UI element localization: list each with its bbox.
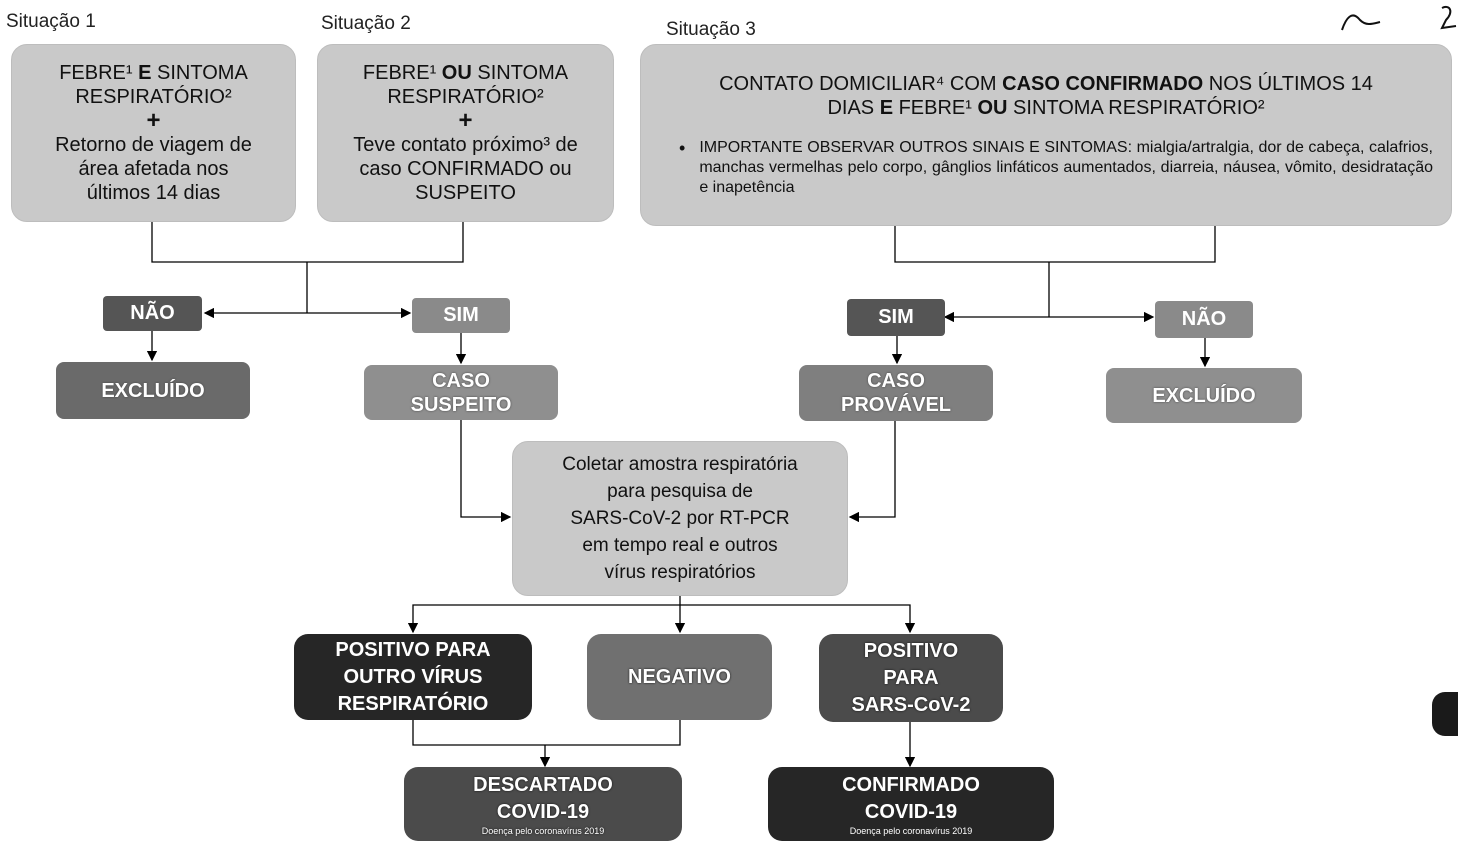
- collect-sample-box: Coletar amostra respiratória para pesqui…: [512, 441, 848, 596]
- s3-bullet-text: IMPORTANTE OBSERVAR OUTROS SINAIS E SINT…: [699, 139, 1433, 196]
- discarded-covid-box: DESCARTADO COVID-19 Doença pelo coronaví…: [404, 767, 682, 841]
- collect-line-3: SARS-CoV-2 por RT-PCR: [570, 508, 790, 529]
- s1-line-5: últimos 14 dias: [86, 182, 221, 204]
- s1-line-4: área afetada nos: [78, 158, 229, 180]
- s2-line-3: Teve contato próximo³ de: [353, 134, 578, 156]
- s2-plus: +: [458, 107, 473, 134]
- confirmed-line-1: CONFIRMADO: [842, 773, 980, 796]
- other-virus-line-1: POSITIVO PARA: [335, 638, 491, 661]
- s1-febre: FEBRE¹: [59, 62, 139, 84]
- s1-line-2: RESPIRATÓRIO²: [75, 86, 232, 108]
- s2-line-5: SUSPEITO: [415, 182, 516, 204]
- situation-3-box: CONTATO DOMICILIAR⁴ COM CASO CONFIRMADO …: [640, 44, 1452, 226]
- s1-conj: E: [138, 62, 152, 84]
- excluido-left-box: EXCLUÍDO: [56, 362, 250, 419]
- s3-conj-ou: OU: [977, 97, 1008, 119]
- caso-provavel-line-2: PROVÁVEL: [840, 394, 952, 416]
- positive-sars-box: POSITIVO PARA SARS-CoV-2: [819, 634, 1003, 722]
- collect-line-1: Coletar amostra respiratória: [562, 454, 798, 475]
- situation-1-label: Situação 1: [6, 11, 96, 32]
- sars-line-3: SARS-CoV-2: [851, 693, 971, 716]
- situation-2-box: FEBRE¹ OU SINTOMA RESPIRATÓRIO² + Teve c…: [317, 44, 614, 222]
- sars-line-1: POSITIVO: [863, 639, 959, 662]
- discarded-subtitle: Doença pelo coronavírus 2019: [481, 825, 605, 836]
- excluido-left-text: EXCLUÍDO: [101, 379, 205, 402]
- other-virus-line-2: OUTRO VÍRUS: [343, 665, 483, 688]
- s1-plus: +: [146, 107, 161, 134]
- s2-conj: OU: [441, 62, 472, 84]
- bullet-icon: •: [679, 138, 686, 158]
- edge-logo-mark: [1432, 692, 1458, 736]
- caso-provavel-line-1: CASO: [867, 370, 925, 392]
- s2-line-4: caso CONFIRMADO ou: [359, 158, 572, 180]
- negative-box: NEGATIVO: [587, 634, 772, 720]
- decision-sim-right: SIM: [847, 299, 945, 336]
- caso-provavel-box: CASO PROVÁVEL: [799, 365, 993, 421]
- s1-line-3: Retorno de viagem de: [55, 134, 252, 156]
- confirmed-subtitle: Doença pelo coronavírus 2019: [849, 825, 973, 836]
- collect-line-2: para pesquisa de: [607, 481, 753, 502]
- s2-febre: FEBRE¹: [362, 62, 442, 84]
- negative-text: NEGATIVO: [628, 665, 731, 688]
- s3-contato: CONTATO DOMICILIAR⁴ COM: [719, 73, 1003, 95]
- decision-sim-left: SIM: [412, 298, 510, 333]
- excluido-right-text: EXCLUÍDO: [1152, 384, 1256, 407]
- s3-ultimos: NOS ÚLTIMOS 14: [1203, 73, 1373, 95]
- sars-line-2: PARA: [883, 666, 939, 689]
- other-virus-line-3: RESPIRATÓRIO: [337, 692, 489, 715]
- s3-conj-e: E: [879, 97, 894, 119]
- discarded-line-1: DESCARTADO: [473, 773, 613, 796]
- caso-suspeito-line-2: SUSPEITO: [410, 393, 512, 416]
- positive-other-virus-box: POSITIVO PARA OUTRO VÍRUS RESPIRATÓRIO: [294, 634, 532, 720]
- situation-1-box: FEBRE¹ E SINTOMA RESPIRATÓRIO² + Retorno…: [11, 44, 296, 222]
- confirmed-covid-box: CONFIRMADO COVID-19 Doença pelo coronaví…: [768, 767, 1054, 841]
- collect-line-5: vírus respiratórios: [604, 562, 756, 583]
- confirmed-line-2: COVID-19: [864, 800, 958, 823]
- s3-line-1: CONTATO DOMICILIAR⁴ COM CASO CONFIRMADO …: [719, 72, 1373, 96]
- s1-line-1: FEBRE¹ E SINTOMA: [59, 61, 248, 85]
- s2-line-2: RESPIRATÓRIO²: [387, 86, 544, 108]
- s3-febre: FEBRE¹: [893, 97, 978, 119]
- decision-nao-right: NÃO: [1155, 301, 1253, 338]
- s1-sintoma: SINTOMA: [151, 62, 248, 84]
- s2-sintoma: SINTOMA: [471, 62, 569, 84]
- s3-caso-confirmado: CASO CONFIRMADO: [1002, 73, 1204, 95]
- caso-suspeito-box: CASO SUSPEITO: [364, 365, 558, 420]
- caso-suspeito-line-1: CASO: [432, 369, 490, 392]
- s2-line-1: FEBRE¹ OU SINTOMA: [363, 61, 568, 85]
- collect-line-4: em tempo real e outros: [582, 535, 778, 556]
- decision-nao-left: NÃO: [103, 296, 202, 331]
- s3-sintoma: SINTOMA RESPIRATÓRIO²: [1007, 97, 1265, 119]
- discarded-line-2: COVID-19: [496, 800, 590, 823]
- s3-dias: DIAS: [827, 97, 880, 119]
- handwritten-mark: [1341, 6, 1457, 31]
- excluido-right-box: EXCLUÍDO: [1106, 368, 1302, 423]
- situation-3-label: Situação 3: [666, 19, 756, 40]
- s3-bullet-row: • IMPORTANTE OBSERVAR OUTROS SINAIS E SI…: [659, 138, 1433, 198]
- situation-2-label: Situação 2: [321, 13, 411, 34]
- s3-line-2: DIAS E FEBRE¹ OU SINTOMA RESPIRATÓRIO²: [827, 96, 1264, 120]
